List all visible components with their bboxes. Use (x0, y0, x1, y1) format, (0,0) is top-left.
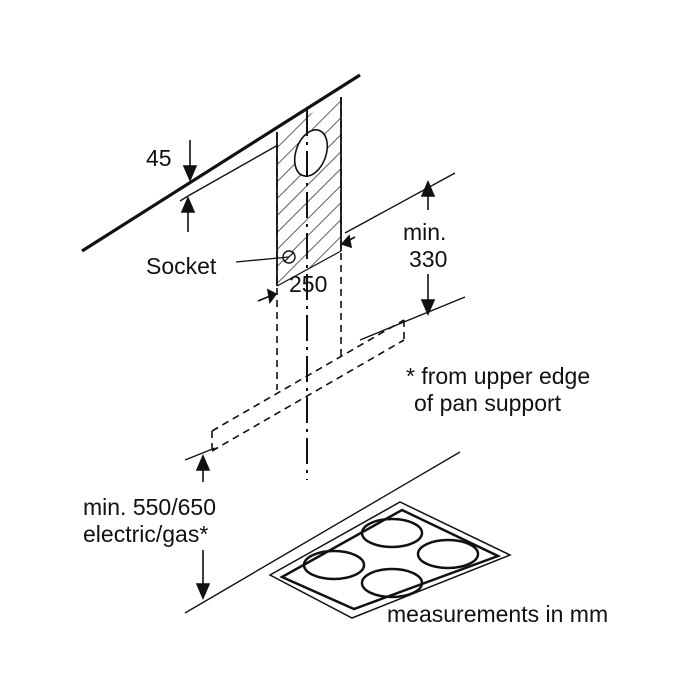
burner (360, 517, 424, 549)
hood-bottom-reference-line (184, 447, 216, 461)
min-550-label-line1: min. 550/650 (83, 494, 216, 520)
dim-45-arrows (180, 140, 198, 232)
socket-zone (276, 97, 342, 287)
dim-250-label: 250 (289, 271, 327, 297)
socket-zone-bottom-line (179, 195, 189, 202)
socket-leader (235, 256, 290, 263)
burner (360, 567, 424, 599)
burner (302, 549, 366, 581)
hood-dashed-outline (211, 319, 405, 452)
min-330-lower-line (359, 296, 466, 341)
socket-label: Socket (146, 253, 217, 279)
dim-550-arrows (195, 453, 211, 601)
hob-reference-line (184, 451, 461, 614)
min-330-upper-line (344, 172, 456, 234)
note-label-line2: of pan support (414, 390, 562, 416)
min-330-label-line2: 330 (409, 246, 447, 272)
min-330-label-line1: min. (403, 219, 446, 245)
dim-250-arrows (257, 234, 356, 304)
ceiling-line (81, 73, 361, 253)
note-label-line1: * from upper edge (406, 363, 590, 389)
dim-45-label: 45 (146, 145, 172, 171)
hob (268, 501, 512, 619)
units-label: measurements in mm (387, 601, 608, 627)
dim-330-arrows (420, 179, 436, 317)
socket-zone-top-line (187, 144, 279, 197)
burner (416, 538, 480, 570)
min-550-label-line2: electric/gas* (83, 521, 208, 547)
